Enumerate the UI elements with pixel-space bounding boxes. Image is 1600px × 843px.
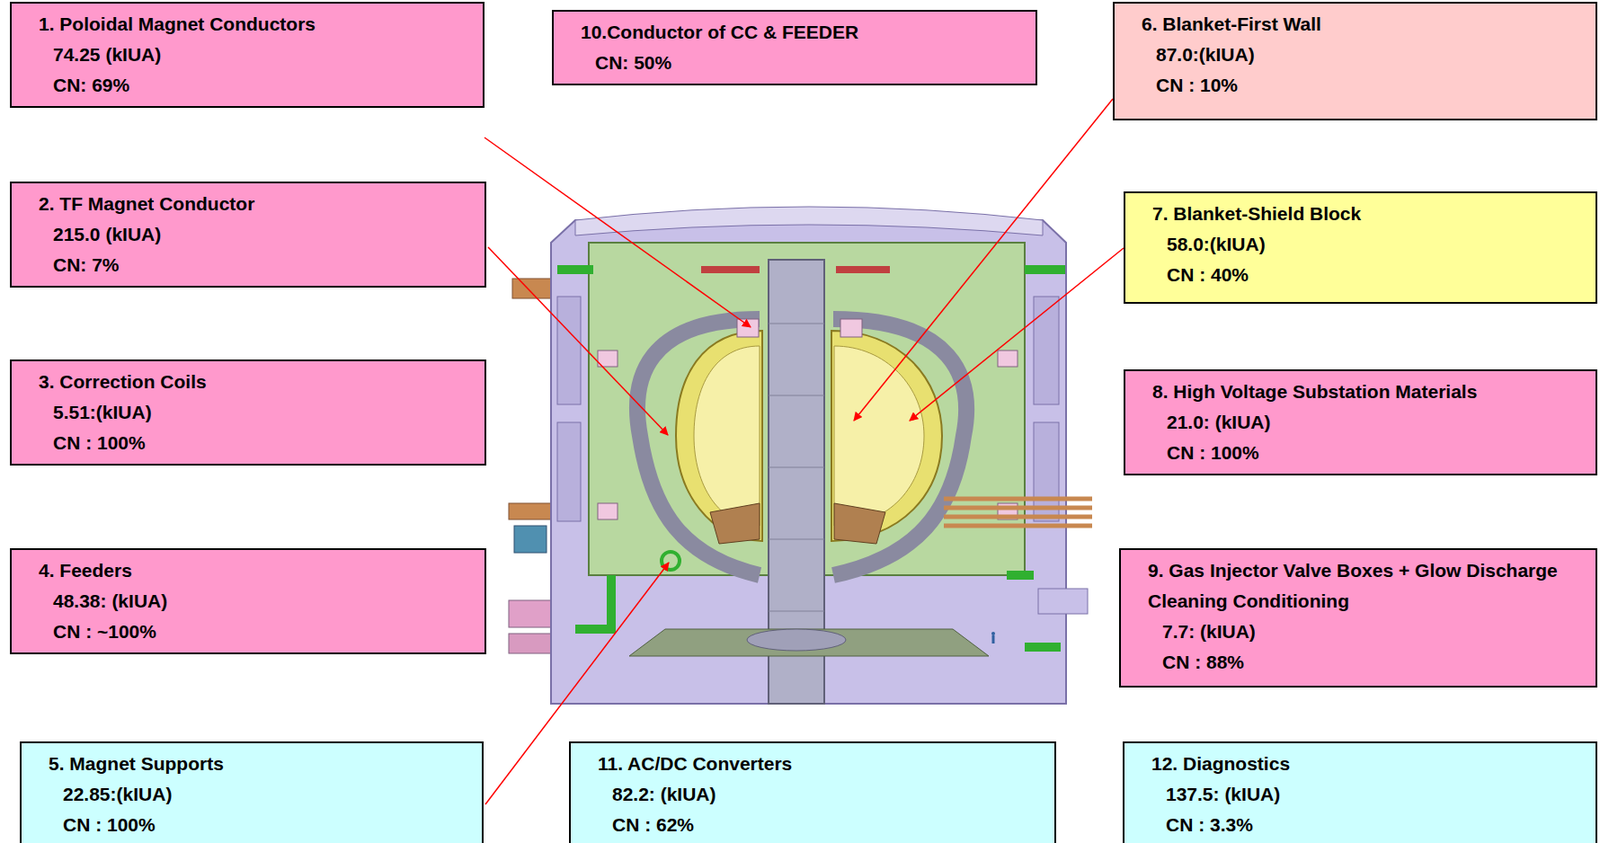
component-value: CN: 50% <box>580 47 1022 79</box>
component-value: CN : 40% <box>1152 259 1582 291</box>
component-title: 6. Blanket-First Wall <box>1141 8 1582 40</box>
cooling-pipes <box>557 269 1066 648</box>
component-value: CN : 10% <box>1141 70 1582 101</box>
component-value: 7.7: (kIUA) <box>1147 616 1582 648</box>
pf-coils <box>597 319 1018 520</box>
divertor <box>834 503 886 544</box>
component-box: 3. Correction Coils5.51:(kIUA)CN : 100% <box>9 359 487 466</box>
leader-lines <box>484 98 1124 805</box>
solenoid-bands <box>768 323 825 612</box>
component-title: 11. AC/DC Converters <box>597 748 1040 780</box>
component-title: 9. Gas Injector Valve Boxes + Glow Disch… <box>1147 555 1582 617</box>
component-value: 21.0: (kIUA) <box>1152 407 1582 438</box>
component-title: 3. Correction Coils <box>38 366 471 398</box>
component-value: 215.0 (kIUA) <box>38 219 471 250</box>
component-title: 10.Conductor of CC & FEEDER <box>580 17 1022 48</box>
component-value: 74.25 (kIUA) <box>38 39 469 71</box>
component-box: 7. Blanket-Shield Block58.0:(kIUA)CN : 4… <box>1123 191 1598 304</box>
component-value: CN : 3.3% <box>1151 809 1582 841</box>
component-box: 1. Poloidal Magnet Conductors74.25 (kIUA… <box>9 1 485 108</box>
component-value: 82.2: (kIUA) <box>597 779 1040 810</box>
blanket <box>834 346 925 526</box>
component-value: 87.0:(kIUA) <box>1141 39 1582 71</box>
component-box: 4. Feeders48.38: (kIUA)CN : ~100% <box>9 548 487 655</box>
heating-ports <box>943 498 1093 526</box>
component-value: CN : 100% <box>38 427 471 459</box>
blanket <box>693 346 760 526</box>
pump <box>514 525 547 553</box>
component-box: 9. Gas Injector Valve Boxes + Glow Disch… <box>1119 548 1598 688</box>
component-box: 2. TF Magnet Conductor215.0 (kIUA)CN: 7% <box>9 181 487 288</box>
component-title: 12. Diagnostics <box>1151 748 1582 780</box>
component-value: CN : 88% <box>1147 647 1582 678</box>
component-title: 1. Poloidal Magnet Conductors <box>38 8 469 40</box>
component-box: 5. Magnet Supports22.85:(kIUA)CN : 100% <box>19 741 484 843</box>
component-value: CN : 62% <box>597 809 1040 841</box>
divertor <box>710 503 760 544</box>
component-box: 12. Diagnostics137.5: (kIUA)CN : 3.3% <box>1122 741 1598 843</box>
component-box: 6. Blanket-First Wall87.0:(kIUA)CN : 10% <box>1112 1 1598 121</box>
component-value: CN: 7% <box>38 249 471 281</box>
component-box: 8. High Voltage Substation Materials21.0… <box>1123 369 1598 476</box>
component-value: 48.38: (kIUA) <box>38 586 471 617</box>
component-title: 4. Feeders <box>38 555 471 587</box>
cryostat <box>551 220 1067 704</box>
component-value: 22.85:(kIUA) <box>48 779 468 810</box>
base-structure <box>629 629 989 657</box>
component-value: 137.5: (kIUA) <box>1151 779 1582 810</box>
ring-pipe <box>661 551 680 570</box>
component-title: 2. TF Magnet Conductor <box>38 188 471 220</box>
component-value: CN : 100% <box>1152 437 1582 469</box>
component-title: 5. Magnet Supports <box>48 748 468 780</box>
person-scale <box>991 631 996 644</box>
component-value: 58.0:(kIUA) <box>1152 229 1582 260</box>
cryostat-lid <box>575 206 1043 236</box>
feeder-pipes <box>701 266 890 274</box>
component-box: 10.Conductor of CC & FEEDERCN: 50% <box>551 9 1038 86</box>
port-plug <box>1038 588 1088 614</box>
component-value: CN : ~100% <box>38 616 471 648</box>
component-title: 7. Blanket-Shield Block <box>1152 198 1582 230</box>
component-title: 8. High Voltage Substation Materials <box>1152 376 1582 408</box>
component-box: 11. AC/DC Converters82.2: (kIUA)CN : 62% <box>568 741 1057 843</box>
base-ring <box>746 629 846 651</box>
component-value: CN : 100% <box>48 809 468 841</box>
component-value: CN: 69% <box>38 70 469 101</box>
component-value: 5.51:(kIUA) <box>38 397 471 428</box>
